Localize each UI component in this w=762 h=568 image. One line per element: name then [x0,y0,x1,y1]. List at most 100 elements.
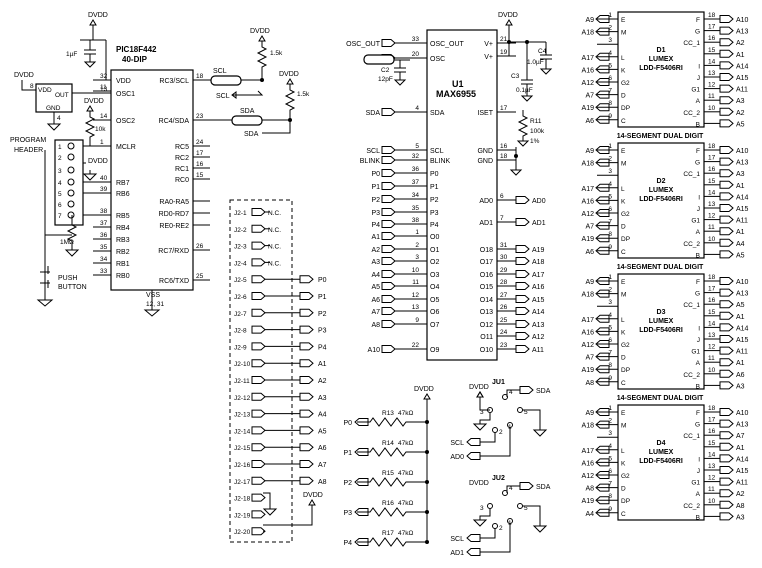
u1-block: U1 MAX6955 33OSC_OUTOSC_OUT20OSCOSC4SDAS… [346,12,553,361]
digit-seg-label: CC_2 [683,241,700,248]
u1-pin-number: 35 [412,205,420,212]
digit-net-label: A1 [736,229,745,236]
pic-pin-label: RC5 [175,144,189,151]
pic-pin-label: RD0-RD7 [159,211,189,218]
j2-net-label: A2 [318,378,327,385]
digit-net-label: A13 [736,160,749,167]
digit-pin-number: 10 [708,236,716,243]
jumper-pin[interactable] [492,427,498,433]
digit-net-label: A18 [582,30,595,37]
j2-pin-flag [251,275,266,284]
digit-seg-label: D [621,224,626,231]
jumper-pin[interactable] [487,503,493,509]
digit-net-label: A4 [585,511,594,518]
r1mohm-symbol [64,215,80,257]
u1-net-flag [381,320,396,328]
pic-pin-number: 1 [100,139,104,146]
digit-net-flag [595,314,610,323]
res-vdd-rail [423,393,431,540]
program-header-pin-number: 6 [58,202,62,209]
u1-pin-number: 34 [412,192,420,199]
digit-part: LDD-F5406RI [639,65,683,72]
jumper-pin[interactable] [517,407,523,413]
u1-name: MAX6955 [436,89,476,99]
scl-dvdd-label: DVDD [250,28,270,35]
digit-pin-number: 11 [708,355,715,362]
u1-pin-label: OSC [430,56,445,63]
pic-pin-label: RE0-RE2 [159,223,189,230]
digit-pin-number: 7 [608,350,612,357]
digit-part: LDD-F5406RI [639,458,683,465]
digit-pin-number: 4 [608,443,612,450]
jumper-gnd-wire [472,509,491,527]
resistor-value: 47kΩ [398,530,413,537]
osc-jumper[interactable] [363,54,395,65]
jumper-pin[interactable] [517,503,523,509]
resistor-symbol [357,507,427,517]
u1-net-label: P1 [371,184,380,191]
digit-seg-label: C [621,511,626,518]
digit-net-label: A3 [736,98,745,105]
digit-net-flag [595,196,610,205]
resistor-net-label: P0 [343,420,352,427]
jumper-pin[interactable] [492,523,498,529]
mclr-dvdd-label: DVDD [84,98,104,105]
u1-pin-label: O13 [480,309,493,316]
address-jumpers: JU1DVDD12345SDASCLAD0JU2DVDD12345SDASCLA… [450,379,550,557]
u1-pin-number: 25 [500,317,508,324]
push-button-symbol[interactable] [36,265,54,307]
resistor-ref: R14 [382,440,394,447]
program-header-pin-number: 4 [58,180,62,187]
j2-net-label: A1 [318,361,327,368]
resistor-net-label: P3 [343,510,352,517]
digit-seg-label: K [621,198,626,205]
digit-net-label: A5 [736,302,745,309]
digit-net-label: A9 [585,148,594,155]
digit-seg-label: I [698,456,700,463]
digit-pin-number: 14 [708,451,716,458]
u1-net-label: A1 [371,234,380,241]
digit-pin-number: 3 [608,430,612,437]
sda-jumper[interactable] [231,115,263,126]
digit-pin-number: 12 [708,213,716,220]
digit-pin-number: 9 [608,113,612,120]
digit-net-flag [719,204,734,212]
digit-seg-label: A [696,229,701,236]
resistor-junction [425,450,429,454]
resistor-junction [425,480,429,484]
cap-1uf-label: 1µF [66,51,77,58]
digit-seg-label: CC_1 [683,40,700,47]
digit-pin-number: 18 [708,143,716,150]
digit-net-flag [595,352,610,361]
u1-pin-number: 20 [412,51,420,58]
u1-net-flag [515,320,530,328]
digit-seg-label: CC_2 [683,110,700,117]
j2-nc-label: N.C. [268,227,281,234]
digit-net-label: A5 [736,121,745,128]
pic-pin-label: RC7/RXD [158,248,189,255]
u1-left-pins: 33OSC_OUTOSC_OUT20OSCOSC4SDASDA5SCLSCL32… [346,36,464,354]
digit-pin-number: 8 [608,100,612,107]
digit-seg-label: I [698,63,700,70]
digit-pin-number: 11 [708,224,715,231]
digit-seg-label: E [621,17,626,24]
digit-net-flag [595,471,610,479]
digit-seg-label: G1 [691,480,700,487]
scl-jumper[interactable] [210,75,242,86]
digit-net-flag [719,419,734,428]
u1-pin-number: 7 [500,215,504,222]
u1-pin-label: O4 [430,284,439,291]
osc-wires [46,92,111,131]
u1-pin-number: 18 [500,153,508,160]
j2-pin-flag [251,342,266,351]
digit-net-flag [595,15,610,23]
digit-body [617,273,705,390]
u1-net-label: A5 [371,284,380,291]
digit-pin-number: 10 [708,105,716,112]
digit-net-label: A16 [582,198,595,205]
u1-pin-label: ISET [477,110,493,117]
u1-pin-label: GND [477,148,493,155]
j2-pin-flag [251,325,266,334]
u1-net-flag [515,270,530,278]
